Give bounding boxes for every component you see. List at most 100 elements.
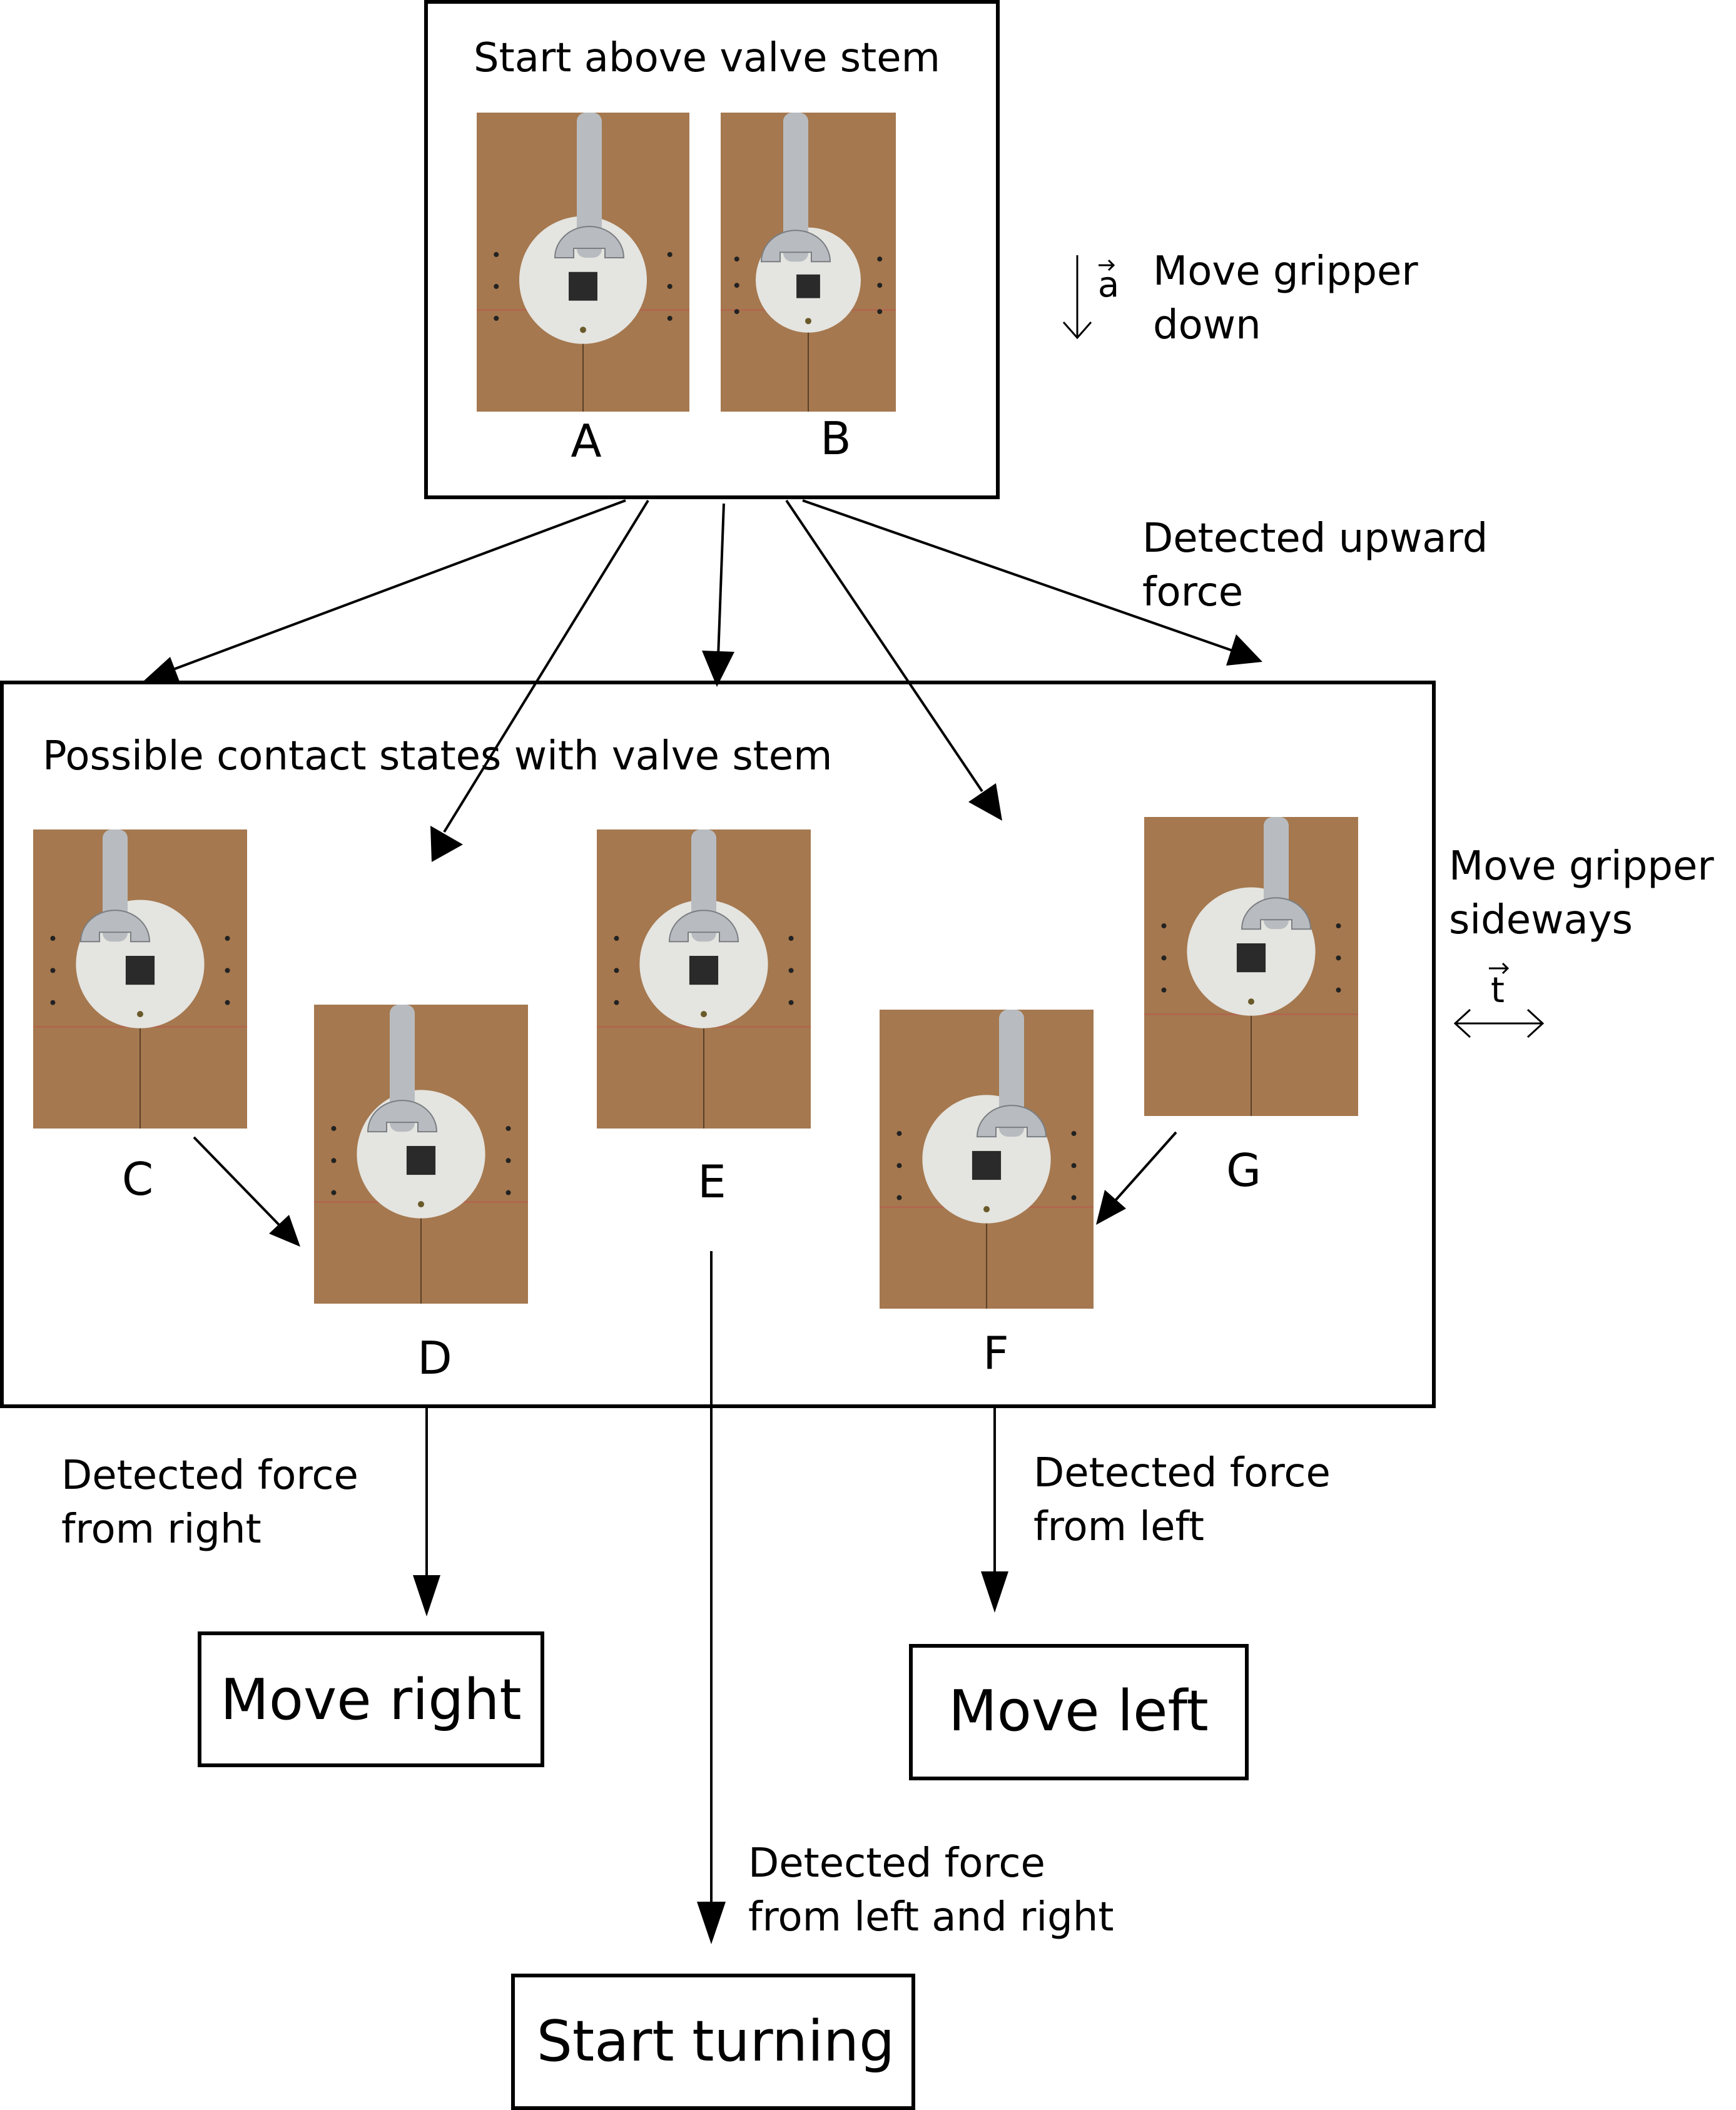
mount-hole <box>896 1195 902 1200</box>
mount-hole <box>50 936 56 941</box>
mount-hole <box>225 1000 230 1005</box>
wrench-head <box>79 910 151 943</box>
valve-stem <box>569 271 597 301</box>
force-right-line1: Detected force <box>61 1453 358 1499</box>
arrow-head-to-g <box>1226 634 1262 666</box>
wrench-handle <box>577 113 602 258</box>
arrow-head-to-d <box>430 826 463 862</box>
mount-hole <box>505 1190 511 1195</box>
mount-hole <box>1161 923 1167 929</box>
wrench-head <box>1241 897 1312 930</box>
mount-hole <box>896 1163 902 1169</box>
mount-hole <box>1336 987 1341 993</box>
wrench-handle <box>783 113 808 262</box>
valve-stem <box>972 1150 1002 1180</box>
mount-hole <box>331 1125 337 1131</box>
photo-a <box>477 113 689 412</box>
move-sideways-note: Move gripper sideways t <box>1449 843 1714 1038</box>
mount-hole <box>667 251 673 257</box>
plate-screw <box>137 1011 143 1018</box>
arrow-head-c-to-d <box>269 1215 300 1247</box>
mount-hole <box>225 936 230 941</box>
valve-stem <box>406 1145 436 1175</box>
mount-hole <box>614 1000 619 1005</box>
move-sideways-line1: Move gripper <box>1449 843 1714 890</box>
wrench-handle <box>390 1005 415 1132</box>
mount-hole <box>1071 1163 1077 1169</box>
arrow-head-move-left <box>981 1571 1008 1613</box>
mount-hole <box>896 1130 902 1136</box>
start-turning-box <box>511 1974 915 2110</box>
wrench-head <box>976 1105 1047 1138</box>
vector-a-symbol: a <box>1098 265 1119 305</box>
wrench-head <box>554 225 625 258</box>
mount-hole <box>788 936 794 941</box>
force-both-line2: from left and right <box>748 1894 1114 1940</box>
move-right-box <box>198 1631 544 1767</box>
plate-screw <box>580 327 586 333</box>
photo-label-g: G <box>1226 1144 1261 1197</box>
plate-screw <box>418 1201 424 1208</box>
valve-stem <box>1236 943 1266 973</box>
mount-hole <box>1071 1130 1077 1136</box>
plate-screw <box>983 1206 990 1213</box>
mount-hole <box>1071 1195 1077 1200</box>
mount-hole <box>614 936 619 941</box>
mount-hole <box>788 968 794 973</box>
photo-label-d: D <box>417 1332 452 1384</box>
mount-hole <box>1161 955 1167 961</box>
mount-hole <box>734 256 739 262</box>
force-both-line1: Detected force <box>748 1840 1045 1887</box>
wrench-handle <box>999 1010 1024 1137</box>
force-right-line2: from right <box>61 1506 261 1553</box>
arrow-head-start-turning <box>697 1902 726 1944</box>
move-left-label: Move left <box>948 1678 1209 1744</box>
valve-stem <box>125 956 155 985</box>
plate-screw <box>805 318 811 325</box>
mount-hole <box>50 968 56 973</box>
valve-stem <box>796 274 820 298</box>
mount-hole <box>788 1000 794 1005</box>
force-left-line1: Detected force <box>1033 1450 1331 1496</box>
plate-screw <box>1248 998 1254 1005</box>
photo-label-c: C <box>122 1153 153 1205</box>
mount-hole <box>877 309 883 315</box>
photo-e <box>597 829 811 1129</box>
mount-hole <box>331 1190 337 1195</box>
upward-force-line1: Detected upward <box>1142 515 1488 562</box>
mount-hole <box>505 1125 511 1131</box>
mount-hole <box>877 283 883 288</box>
mount-hole <box>877 256 883 262</box>
arrow-head-g-to-f <box>1096 1190 1126 1225</box>
mount-hole <box>331 1158 337 1164</box>
contact-states-title: Possible contact states with valve stem <box>43 733 832 779</box>
mount-hole <box>494 283 499 289</box>
wrench-head <box>367 1100 438 1133</box>
wrench-head <box>668 910 739 943</box>
valve-stem <box>689 956 719 985</box>
arrow-head-move-right <box>413 1575 440 1616</box>
move-right-label: Move right <box>220 1667 521 1733</box>
mount-hole <box>1161 987 1167 993</box>
move-left-box <box>909 1644 1249 1780</box>
contact-states-box <box>0 681 1436 1408</box>
arrow-head-to-e <box>702 651 734 687</box>
arrow-head-to-f <box>968 783 1002 821</box>
mount-hole <box>1336 955 1341 961</box>
mount-hole <box>667 283 673 289</box>
mount-hole <box>734 283 739 288</box>
photo-f <box>880 1010 1094 1309</box>
move-down-line2: down <box>1153 302 1261 348</box>
top-box-title: Start above valve stem <box>474 35 940 81</box>
plate-screw <box>701 1011 707 1018</box>
mount-hole <box>734 309 739 315</box>
mount-hole <box>667 315 673 321</box>
photo-label-b: B <box>820 412 851 465</box>
mount-hole <box>1336 923 1341 929</box>
mount-hole <box>505 1158 511 1164</box>
force-left-line2: from left <box>1033 1504 1204 1550</box>
mount-hole <box>494 251 499 257</box>
arrow-head-to-c <box>143 657 180 683</box>
arrows-to-contact-states <box>143 499 1262 862</box>
photo-label-e: E <box>698 1155 726 1208</box>
